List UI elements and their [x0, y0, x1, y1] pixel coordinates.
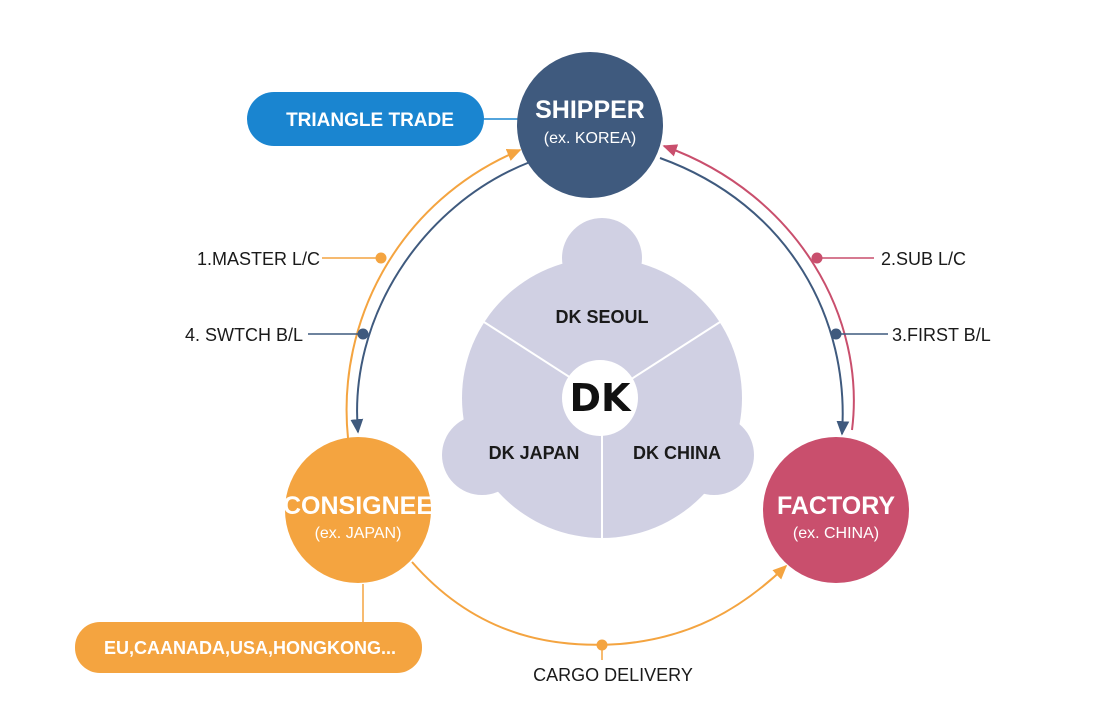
arc-sub-lc	[662, 144, 855, 431]
arc-master-lc	[345, 149, 522, 439]
step-sub-lc: 2.SUB L/C	[811, 249, 966, 269]
arc-cargo-delivery	[411, 561, 788, 646]
step-cargo-delivery: CARGO DELIVERY	[533, 639, 693, 685]
dk-japan-label: DK JAPAN	[489, 443, 580, 463]
label-first-bl: 3.FIRST B/L	[892, 325, 991, 345]
flow-arcs	[345, 144, 855, 646]
dot-sub-lc	[811, 252, 823, 264]
arc-first-bl	[659, 157, 850, 436]
factory-node: FACTORY (ex. CHINA)	[763, 437, 909, 583]
dot-first-bl	[830, 328, 842, 340]
label-cargo-delivery: CARGO DELIVERY	[533, 665, 693, 685]
step-switch-bl: 4. SWTCH B/L	[185, 325, 369, 345]
shipper-title: SHIPPER	[535, 96, 645, 124]
dot-master-lc	[375, 252, 387, 264]
shipper-circle	[517, 52, 663, 198]
step-master-lc: 1.MASTER L/C	[197, 249, 387, 269]
dk-seoul-label: DK SEOUL	[555, 307, 648, 327]
label-switch-bl: 4. SWTCH B/L	[185, 325, 303, 345]
triangle-trade-pill-bg	[247, 92, 484, 146]
dk-hub: DK DK SEOUL DK JAPAN DK CHINA	[442, 218, 754, 538]
dot-cargo-delivery	[596, 639, 608, 651]
label-master-lc: 1.MASTER L/C	[197, 249, 320, 269]
hub-center-label: DK	[570, 376, 633, 420]
factory-title: FACTORY	[777, 492, 895, 520]
label-sub-lc: 2.SUB L/C	[881, 249, 966, 269]
consignee-title: CONSIGNEE	[283, 492, 433, 520]
regions-pill-bg	[75, 622, 422, 673]
step-first-bl: 3.FIRST B/L	[830, 325, 991, 345]
factory-subtitle: (ex. CHINA)	[793, 525, 879, 542]
consignee-circle	[285, 437, 431, 583]
dk-china-label: DK CHINA	[633, 443, 721, 463]
factory-circle	[763, 437, 909, 583]
arc-switch-bl	[350, 161, 531, 434]
regions-label: EU,CAANADA,USA,HONGKONG...	[104, 638, 396, 658]
triangle-trade-label: TRIANGLE TRADE	[286, 110, 454, 131]
hub-center-disc	[562, 360, 638, 436]
consignee-node: CONSIGNEE (ex. JAPAN)	[283, 437, 433, 583]
consignee-subtitle: (ex. JAPAN)	[315, 525, 402, 542]
regions-pill: EU,CAANADA,USA,HONGKONG...	[75, 622, 422, 673]
dot-switch-bl	[357, 328, 369, 340]
triangle-trade-pill: TRIANGLE TRADE	[247, 92, 484, 146]
shipper-node: SHIPPER (ex. KOREA)	[517, 52, 663, 198]
shipper-subtitle: (ex. KOREA)	[544, 130, 636, 147]
